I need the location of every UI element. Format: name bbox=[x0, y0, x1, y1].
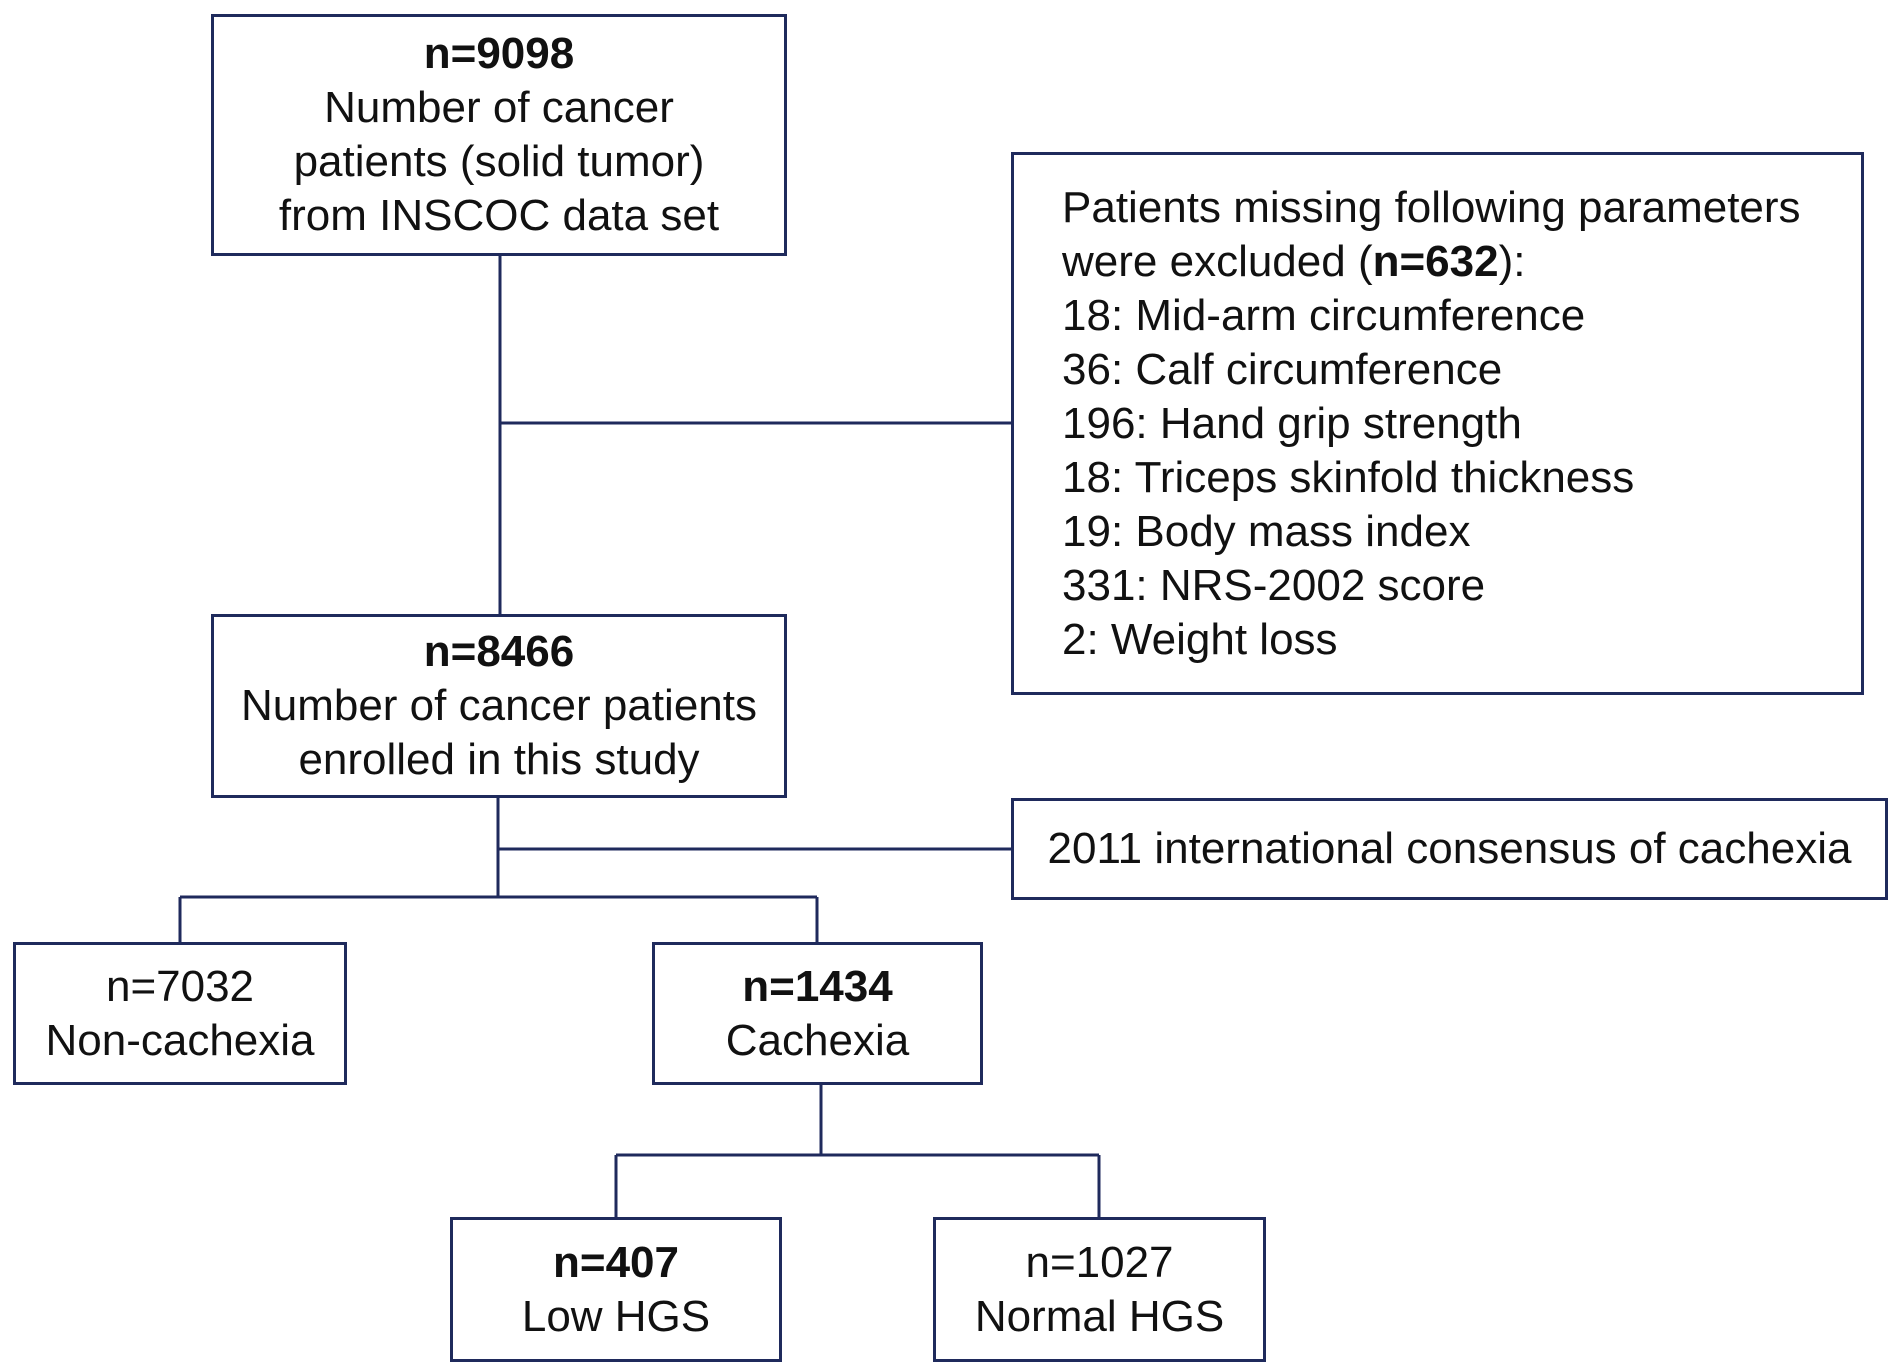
criteria-label: 2011 international consensus of cachexia bbox=[1047, 824, 1852, 873]
non-cachexia-box: n=7032 Non-cachexia bbox=[13, 942, 347, 1085]
excluded-item-weight-loss: 2: Weight loss bbox=[1062, 614, 1338, 664]
total-count: n=9098 bbox=[423, 29, 575, 78]
enrolled-patients-box: n=8466 Number of cancer patients enrolle… bbox=[211, 614, 787, 798]
total-line-3: from INSCOC data set bbox=[278, 191, 720, 240]
excluded-item-nrs: 331: NRS-2002 score bbox=[1062, 560, 1486, 610]
criteria-box: 2011 international consensus of cachexia bbox=[1011, 798, 1888, 900]
cachexia-label: Cachexia bbox=[725, 1015, 910, 1065]
total-line-2: patients (solid tumor) bbox=[293, 137, 705, 186]
total-line-1: Number of cancer bbox=[324, 83, 674, 132]
low-hgs-box: n=407 Low HGS bbox=[450, 1217, 782, 1362]
enrolled-line-1: Number of cancer patients bbox=[240, 681, 758, 730]
excluded-intro-2: were excluded (n=632): bbox=[1062, 236, 1526, 286]
low-hgs-label: Low HGS bbox=[521, 1291, 711, 1341]
excluded-count: n=632 bbox=[1372, 236, 1499, 286]
non-cachexia-count: n=7032 bbox=[105, 961, 255, 1011]
excluded-item-hand-grip: 196: Hand grip strength bbox=[1062, 398, 1522, 448]
normal-hgs-box: n=1027 Normal HGS bbox=[933, 1217, 1266, 1362]
excluded-intro-1: Patients missing following parameters bbox=[1062, 182, 1801, 232]
excluded-item-bmi: 19: Body mass index bbox=[1062, 506, 1471, 556]
cachexia-box: n=1434 Cachexia bbox=[652, 942, 983, 1085]
total-patients-box: n=9098 Number of cancer patients (solid … bbox=[211, 14, 787, 256]
non-cachexia-label: Non-cachexia bbox=[45, 1015, 315, 1065]
low-hgs-count: n=407 bbox=[553, 1237, 679, 1287]
excluded-item-triceps: 18: Triceps skinfold thickness bbox=[1062, 452, 1635, 502]
enrolled-line-2: enrolled in this study bbox=[298, 735, 700, 784]
enrolled-count: n=8466 bbox=[423, 627, 575, 676]
excluded-item-calf: 36: Calf circumference bbox=[1062, 344, 1503, 394]
excluded-patients-box: Patients missing following parameters we… bbox=[1011, 152, 1864, 695]
excluded-item-mid-arm: 18: Mid-arm circumference bbox=[1062, 290, 1586, 340]
cachexia-count: n=1434 bbox=[742, 961, 893, 1011]
normal-hgs-count: n=1027 bbox=[1025, 1237, 1174, 1287]
normal-hgs-label: Normal HGS bbox=[974, 1291, 1225, 1341]
